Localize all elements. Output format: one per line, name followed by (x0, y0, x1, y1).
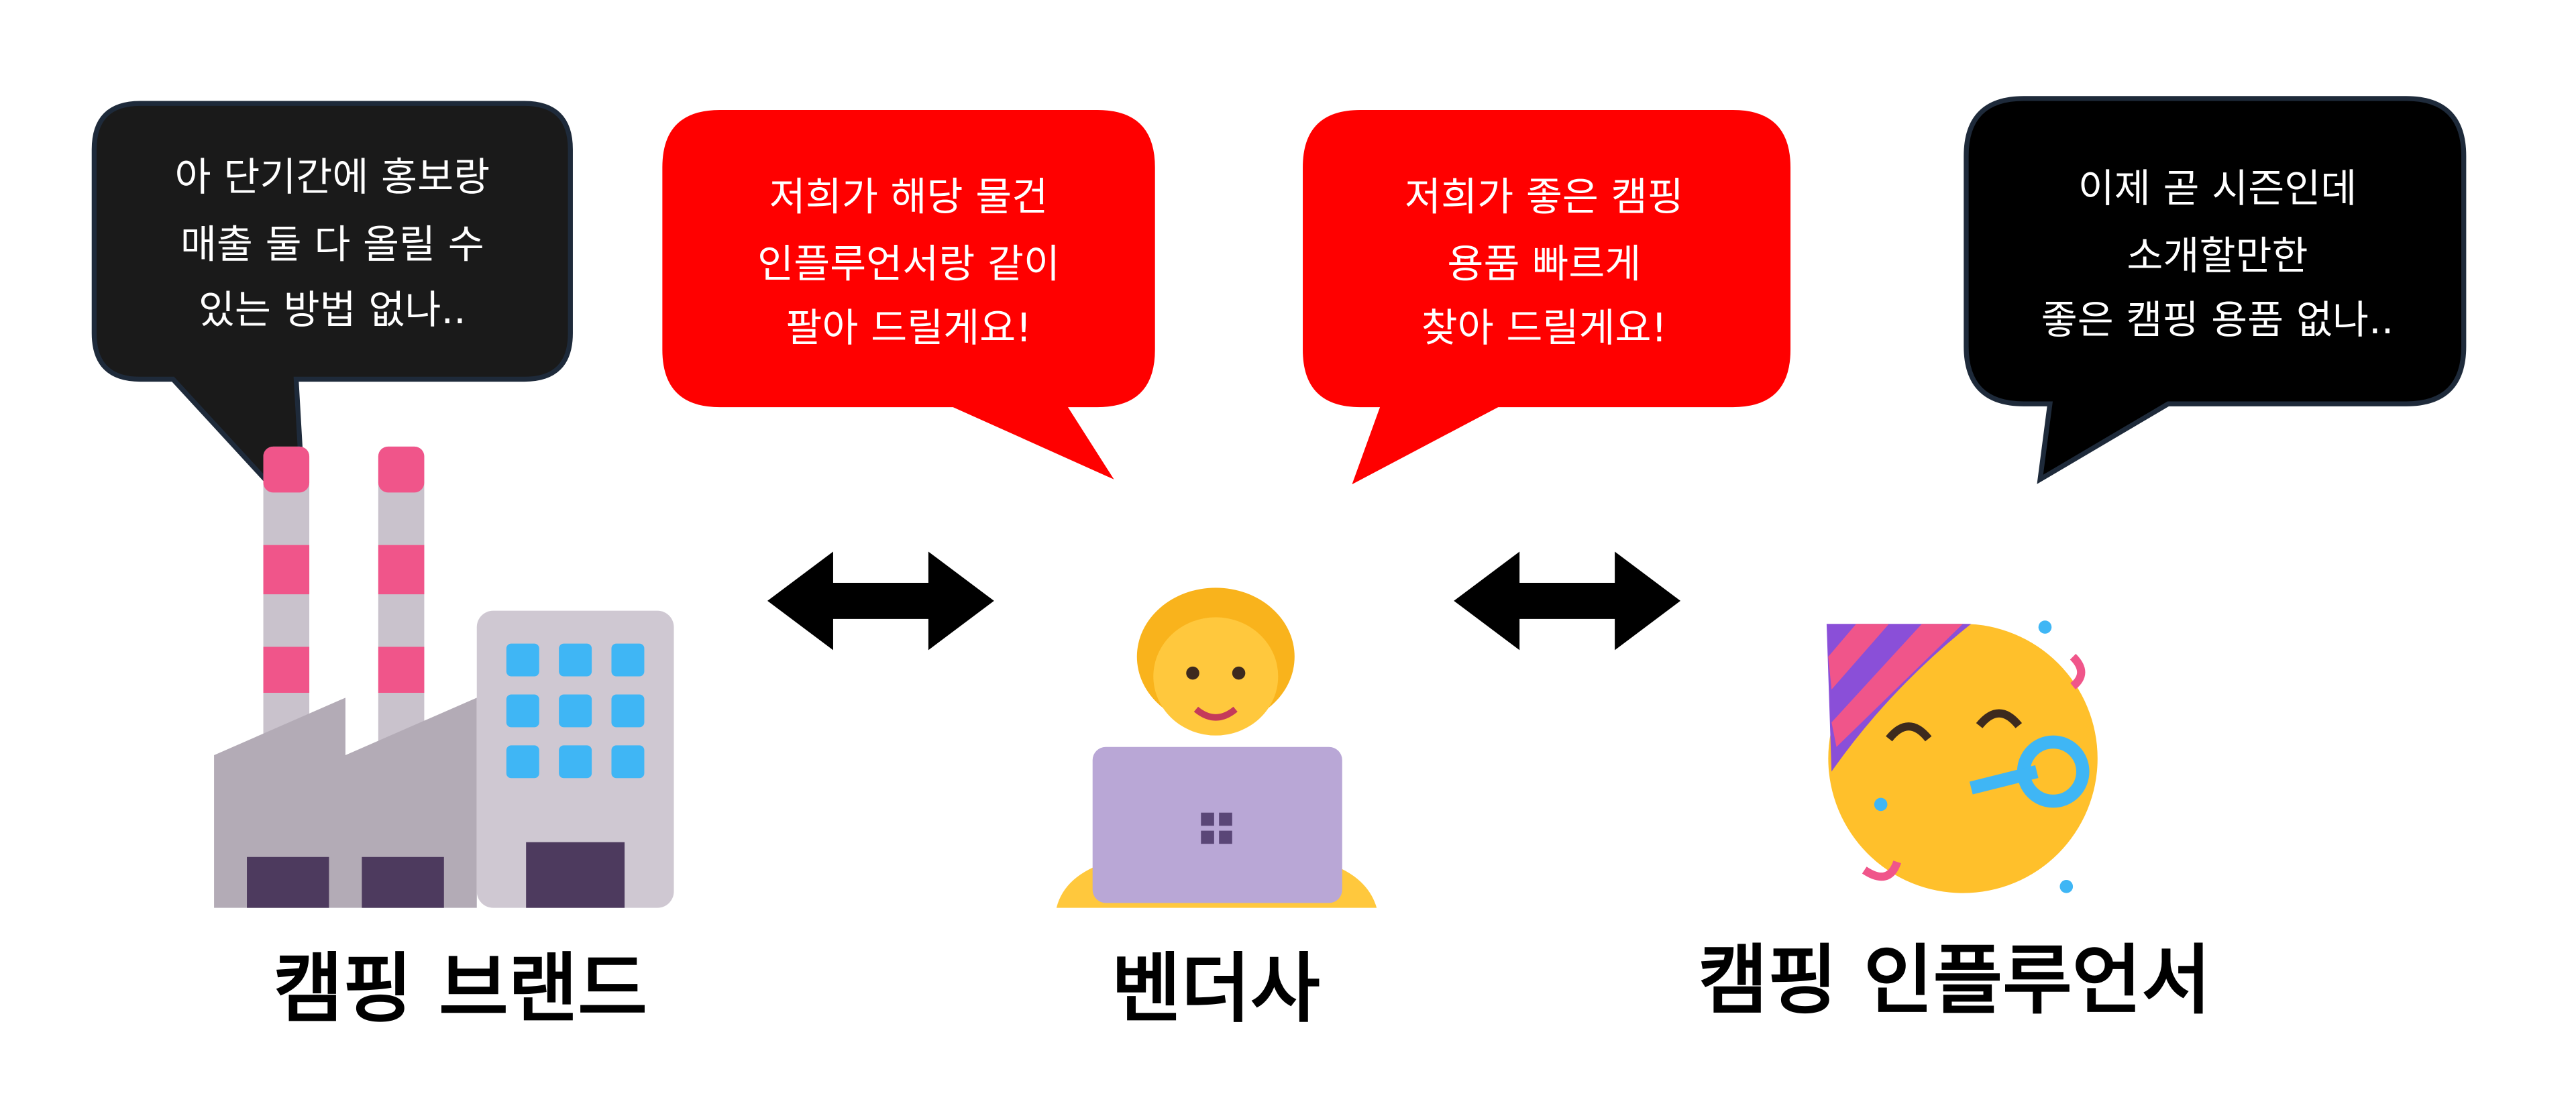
bubble-line: 팔아 드릴게요! (786, 304, 1031, 351)
bubble-line: 용품 빠르게 (1447, 241, 1641, 287)
double-arrow-icon (1454, 551, 1681, 651)
bubble-line: 인플루언서랑 같이 (757, 241, 1060, 287)
bubble-line: 매출 둘 다 올릴 수 (180, 221, 484, 267)
actor-label-brand: 캠핑 브랜드 (274, 944, 647, 1033)
actor-label-influencer: 캠핑 인플루언서 (1699, 936, 2211, 1025)
double-arrow-icon (767, 551, 994, 651)
bubble-line: 있는 방법 없나.. (199, 286, 466, 333)
person-laptop-icon (1056, 588, 1377, 908)
bubble-line: 이제 곧 시즌인데 (2078, 165, 2357, 211)
bubble-line: 저희가 해당 물건 (769, 173, 1049, 219)
bubble-line: 저희가 좋은 캠핑 (1405, 173, 1684, 219)
bubble-line: 찾아 드릴게요! (1421, 304, 1667, 351)
party-face-icon (1826, 620, 2098, 893)
speech-bubble-vendor-to-influencer: 저희가 좋은 캠핑 용품 빠르게 찾아 드릴게요! (1303, 110, 1791, 485)
factory-icon (214, 446, 674, 908)
speech-bubble-influencer: 이제 곧 시즌인데 소개할만한 좋은 캠핑 용품 없나.. (1964, 96, 2467, 484)
bubble-line: 소개할만한 (2127, 232, 2308, 278)
bubble-line: 좋은 캠핑 용품 없나.. (2041, 296, 2394, 343)
actor-label-vendor: 벤더사 (1112, 944, 1320, 1033)
speech-bubble-vendor-to-brand: 저희가 해당 물건 인플루언서랑 같이 팔아 드릴게요! (662, 110, 1155, 480)
speech-bubble-brand: 아 단기간에 홍보랑 매출 둘 다 올릴 수 있는 방법 없나.. (91, 101, 573, 529)
bubble-line: 아 단기간에 홍보랑 (175, 154, 490, 200)
